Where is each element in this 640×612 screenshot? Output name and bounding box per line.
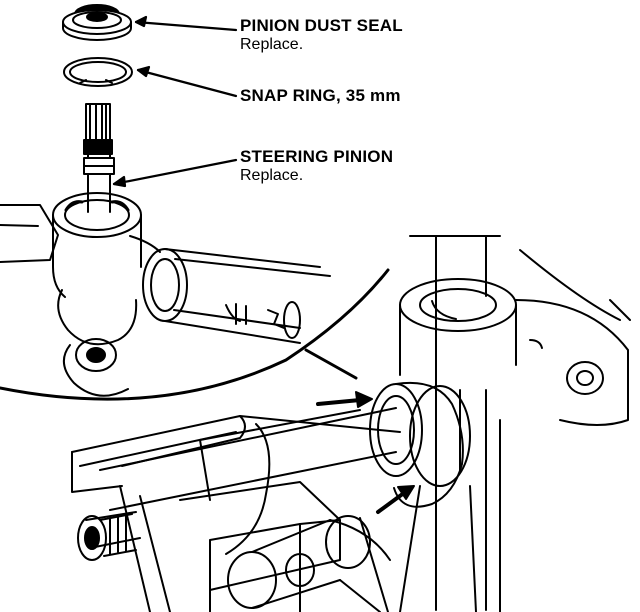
inset-rack-housing — [0, 192, 331, 397]
snap-ring-part — [63, 57, 133, 87]
callout-snap-ring: SNAP RING, 35 mm — [240, 86, 401, 106]
pinion-dust-seal-part — [62, 4, 132, 41]
callout-arrows — [112, 15, 238, 188]
inset-leader-line — [304, 348, 358, 380]
callout-title: STEERING PINION — [240, 147, 394, 166]
callout-title: SNAP RING, 35 mm — [240, 86, 401, 105]
main-rack-housing — [71, 235, 631, 612]
inset-boundary-arc — [0, 268, 390, 401]
callout-note: Replace. — [240, 166, 304, 184]
callout-steering-pinion: STEERING PINION Replace. — [240, 147, 393, 185]
callout-note: Replace. — [240, 35, 304, 53]
steering-pinion-part — [83, 103, 115, 195]
grease-point-arrows — [316, 391, 415, 514]
callout-pinion-dust-seal: PINION DUST SEAL Replace. — [240, 16, 403, 54]
callout-title: PINION DUST SEAL — [240, 16, 403, 35]
